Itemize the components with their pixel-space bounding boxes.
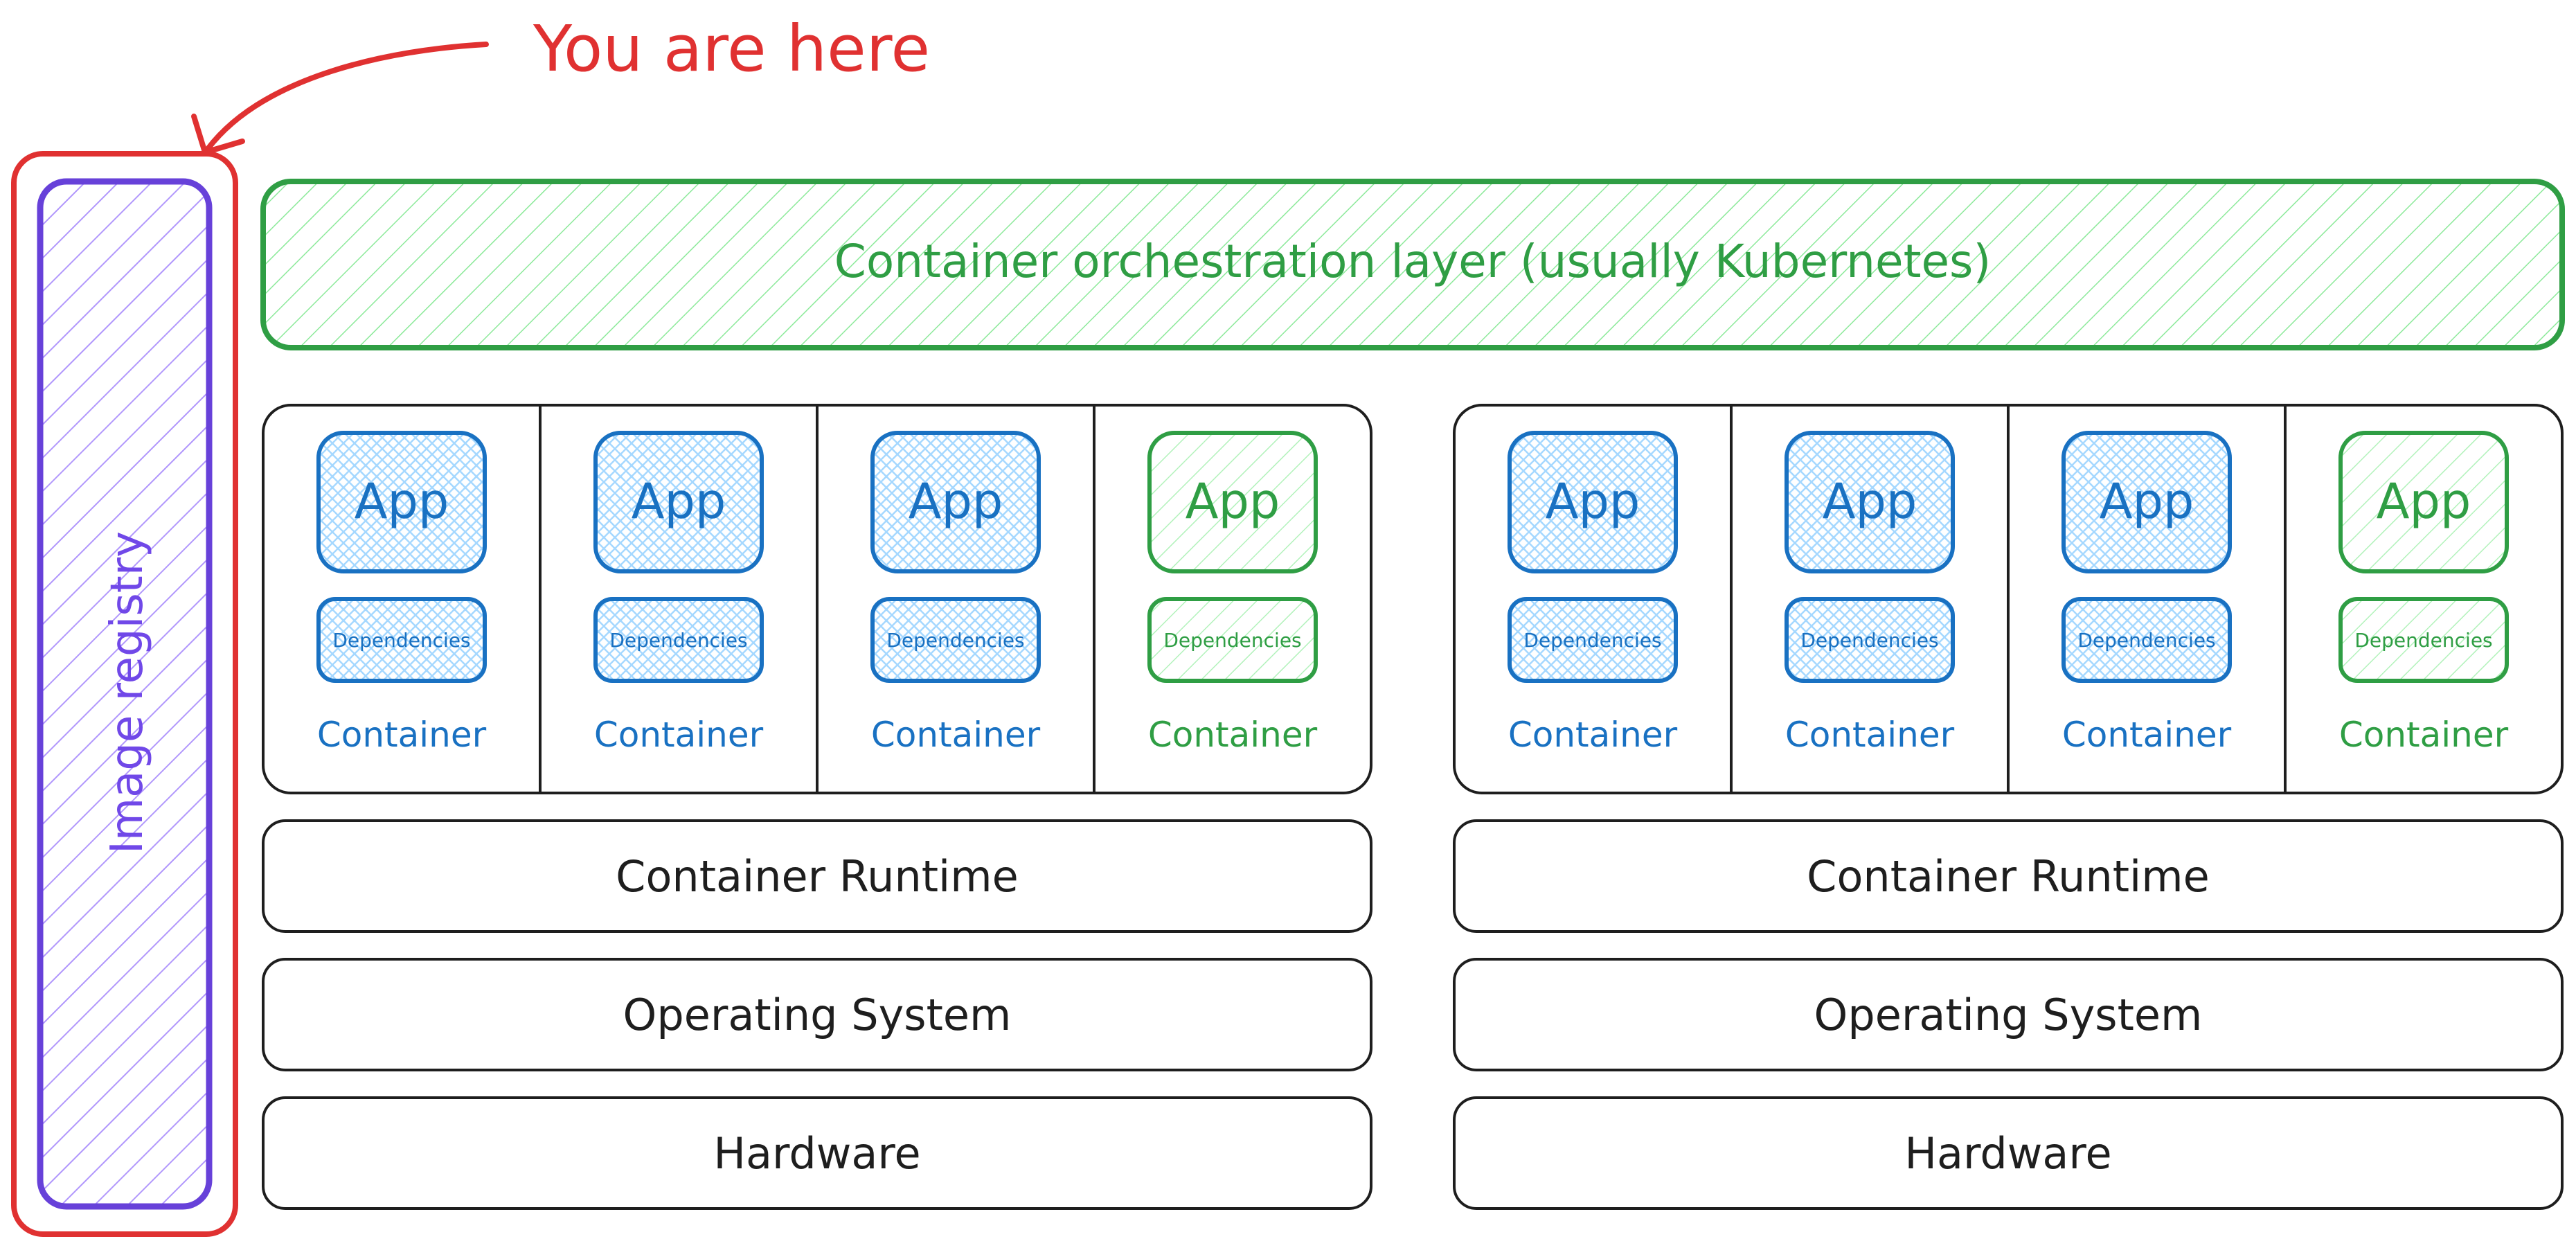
layer-label: Container Runtime [1807, 851, 2210, 902]
dependencies-label: Dependencies [609, 629, 747, 652]
operating-system-layer: Operating System [262, 958, 1372, 1071]
orchestration-layer: Container orchestration layer (usually K… [260, 179, 2565, 350]
dependencies-box [1785, 597, 1955, 683]
orchestration-label: Container orchestration layer (usually K… [834, 235, 1991, 288]
app-box [1147, 431, 1318, 573]
host-stacks: AppDependenciesContainerAppDependenciesC… [262, 404, 2564, 1210]
container-label: Container [1785, 715, 1955, 755]
layer-label: Hardware [713, 1128, 920, 1179]
dependencies-box [2061, 597, 2232, 683]
app-label: App [2377, 473, 2471, 530]
layer-label: Operating System [1814, 990, 2203, 1040]
layer-box [1453, 1096, 2564, 1210]
layer-box [1453, 958, 2564, 1071]
container-label: Container [1148, 715, 1318, 755]
dependencies-box [2338, 597, 2509, 683]
app-box [316, 431, 487, 573]
dependencies-box [316, 597, 487, 683]
container-label: Container [594, 715, 764, 755]
layer-label: Container Runtime [616, 851, 1019, 902]
layer-label: Hardware [1904, 1128, 2111, 1179]
hardware-layer: Hardware [262, 1096, 1372, 1210]
app-box [870, 431, 1041, 573]
layer-box [1453, 819, 2564, 933]
container-runtime-layer: Container Runtime [262, 819, 1372, 933]
app-box [1785, 431, 1955, 573]
hardware-layer: Hardware [1453, 1096, 2564, 1210]
app-label: App [1546, 473, 1640, 530]
app-label: App [1186, 473, 1280, 530]
container-label: Container [1508, 715, 1678, 755]
container-label: Container [2339, 715, 2509, 755]
you-are-here-annotation: You are here [191, 12, 930, 155]
registry-label: Image registry [102, 531, 153, 854]
dependencies-label: Dependencies [886, 629, 1024, 652]
registry-box [37, 178, 213, 1210]
app-label: App [355, 473, 449, 530]
dependencies-label: Dependencies [2077, 629, 2215, 652]
layer-label: Operating System [623, 990, 1012, 1040]
container-label: Container [317, 715, 487, 755]
container-label: Container [2062, 715, 2232, 755]
app-box [2061, 431, 2232, 573]
orchestration-box [260, 179, 2565, 350]
container-runtime-layer: Container Runtime [1453, 819, 2564, 933]
app-box [1508, 431, 1678, 573]
container-label: Container [871, 715, 1041, 755]
image-registry: Image registry [11, 151, 238, 1237]
dependencies-box [1508, 597, 1678, 683]
dependencies-label: Dependencies [332, 629, 470, 652]
host-stack-1: AppDependenciesContainerAppDependenciesC… [262, 404, 1372, 1210]
dependencies-box [870, 597, 1041, 683]
app-label: App [1823, 473, 1917, 530]
dependencies-box [1147, 597, 1318, 683]
app-box [2338, 431, 2509, 573]
layer-box [262, 958, 1372, 1071]
dependencies-label: Dependencies [1800, 629, 1938, 652]
registry-highlight-frame [11, 151, 238, 1237]
layer-box [262, 819, 1372, 933]
app-box [593, 431, 764, 573]
dependencies-label: Dependencies [1523, 629, 1661, 652]
dependencies-box [593, 597, 764, 683]
app-label: App [909, 473, 1003, 530]
app-label: App [2100, 473, 2194, 530]
host-stack-2: AppDependenciesContainerAppDependenciesC… [1453, 404, 2564, 1210]
operating-system-layer: Operating System [1453, 958, 2564, 1071]
pointer-arrow-icon [205, 42, 489, 152]
app-label: App [632, 473, 726, 530]
layer-box [262, 1096, 1372, 1210]
dependencies-label: Dependencies [1163, 629, 1301, 652]
dependencies-label: Dependencies [2354, 629, 2492, 652]
you-are-here-label: You are here [533, 12, 930, 86]
